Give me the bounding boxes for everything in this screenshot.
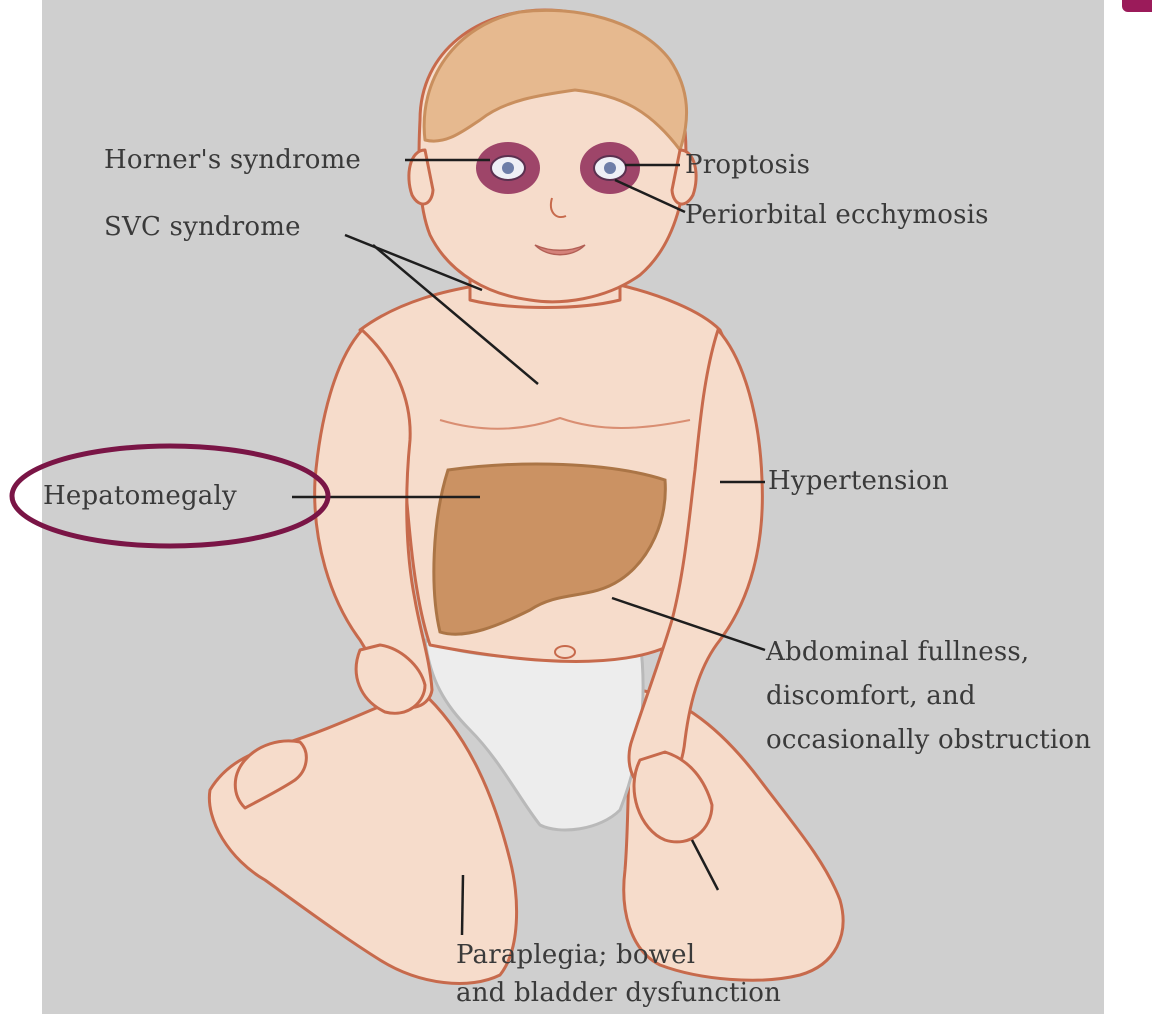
label-abdominal-line1: Abdominal fullness, xyxy=(766,637,1029,668)
leader-paraplegia-1 xyxy=(462,875,463,935)
label-periorbital-ecchymosis: Periorbital ecchymosis xyxy=(685,200,989,231)
label-horners-syndrome: Horner's syndrome xyxy=(104,145,361,176)
label-proptosis: Proptosis xyxy=(685,150,810,181)
label-paraplegia-line2: and bladder dysfunction xyxy=(456,978,781,1009)
right-iris xyxy=(604,162,616,174)
label-svc-syndrome: SVC syndrome xyxy=(104,212,301,243)
corner-accent-tab xyxy=(1122,0,1152,12)
label-abdominal-line2: discomfort, and xyxy=(766,681,976,712)
label-paraplegia-line1: Paraplegia; bowel xyxy=(456,940,695,971)
left-iris xyxy=(502,162,514,174)
label-hepatomegaly: Hepatomegaly xyxy=(43,481,237,512)
label-abdominal-line3: occasionally obstruction xyxy=(766,725,1091,756)
label-hypertension: Hypertension xyxy=(768,466,949,497)
